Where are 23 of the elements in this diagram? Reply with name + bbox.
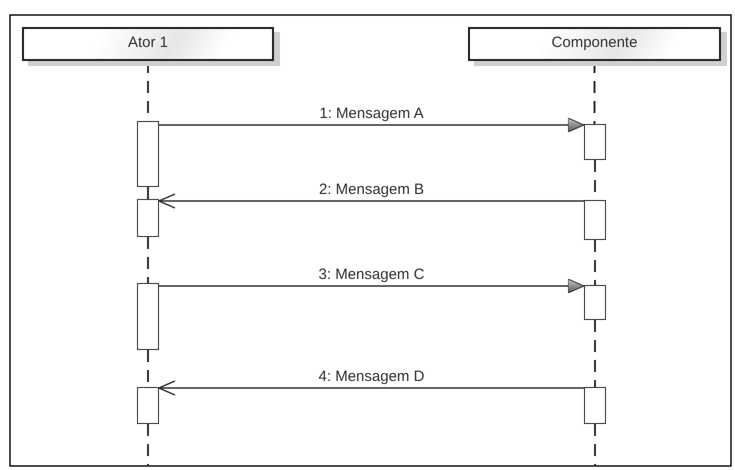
- message-arrow: [158, 380, 584, 396]
- message-arrow: [159, 118, 584, 132]
- activation-bar: [137, 199, 159, 237]
- message-label: 4: Mensagem D: [316, 368, 426, 385]
- activation-bar: [584, 285, 606, 320]
- lifeline: [147, 424, 149, 466]
- activation-bar: [137, 121, 159, 187]
- message-arrow: [159, 278, 584, 294]
- message-arrow: [158, 193, 584, 209]
- message-label: 3: Mensagem C: [316, 266, 426, 283]
- participant-name: Ator 1: [128, 34, 168, 51]
- lifeline: [147, 187, 149, 199]
- activation-bar: [584, 124, 606, 160]
- activation-bar: [584, 387, 606, 424]
- lifeline: [594, 320, 596, 387]
- message-label: 2: Mensagem B: [316, 181, 426, 198]
- participant-name: Componente: [552, 34, 638, 51]
- lifeline: [594, 240, 596, 285]
- lifeline: [594, 424, 596, 466]
- activation-bar: [137, 387, 159, 424]
- lifeline: [147, 237, 149, 283]
- activation-bar: [137, 283, 159, 350]
- activation-bar: [584, 200, 606, 240]
